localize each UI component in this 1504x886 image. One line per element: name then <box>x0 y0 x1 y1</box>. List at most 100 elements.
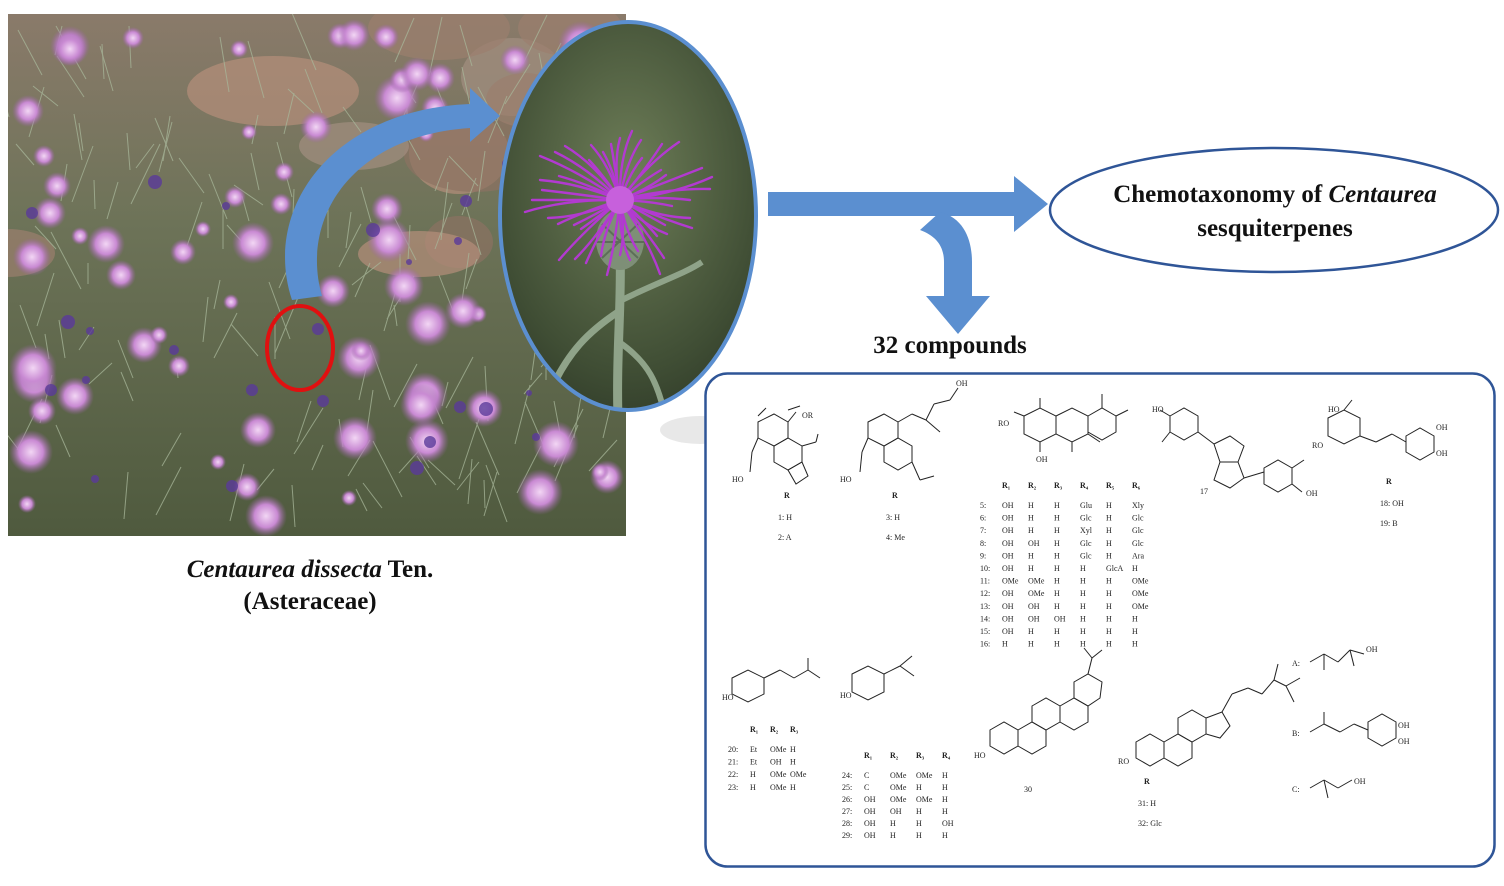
table-cell: OH <box>942 819 954 828</box>
violet-bud <box>246 384 258 396</box>
flower-head <box>333 416 377 460</box>
chemotaxonomy-genus: Centaurea <box>1328 181 1437 208</box>
table-cell: H <box>942 783 948 792</box>
table-header: R₃ <box>790 725 799 734</box>
table-cell: Glc <box>1132 526 1144 535</box>
stem <box>523 372 543 395</box>
svg-text:OH: OH <box>1398 737 1410 746</box>
table-cell: H <box>1106 514 1112 523</box>
table-cell: H <box>1106 526 1112 535</box>
stem <box>467 458 473 505</box>
flower-head <box>28 397 56 425</box>
table-cell: H <box>1054 501 1060 510</box>
stem <box>120 371 134 402</box>
table-cell: OMe <box>916 771 933 780</box>
table-cell: 24: <box>842 771 852 780</box>
substituent-label: C: <box>1292 785 1300 794</box>
table-cell: OH <box>1002 589 1014 598</box>
stem <box>465 258 478 290</box>
table-cell: OMe <box>1028 589 1045 598</box>
stem <box>208 173 228 220</box>
table-cell: H <box>942 831 948 840</box>
stem <box>304 68 323 114</box>
violet-bud <box>424 436 436 448</box>
table-cell: OMe <box>890 795 907 804</box>
stem <box>483 471 498 517</box>
flower-head <box>405 301 451 347</box>
flower-head <box>34 197 66 229</box>
flower-head <box>233 473 261 501</box>
table-cell: 14: <box>980 614 990 623</box>
svg-text:OH: OH <box>1036 455 1048 464</box>
table-cell: H <box>790 783 796 792</box>
table-cell: H <box>1080 589 1086 598</box>
svg-text:HO: HO <box>840 475 852 484</box>
stem <box>250 152 260 191</box>
stem <box>458 418 480 480</box>
stem <box>283 92 295 135</box>
flower-head <box>316 274 350 308</box>
violet-bud <box>406 259 412 265</box>
stem <box>178 157 205 194</box>
table-cell: 21: <box>728 758 738 767</box>
stem <box>93 179 96 210</box>
table-cell: H <box>1106 539 1112 548</box>
table-cell: H <box>1028 551 1034 560</box>
stem <box>456 461 480 491</box>
stem <box>293 407 324 455</box>
stem <box>213 279 221 310</box>
stem <box>126 132 131 171</box>
table-cell: H <box>916 831 922 840</box>
table-cell: OH <box>1002 526 1014 535</box>
table-cell: OH <box>864 831 876 840</box>
table-cell: H <box>1028 627 1034 636</box>
substituent-label: B: <box>1292 729 1300 738</box>
violet-bud <box>45 384 57 396</box>
svg-text:HO: HO <box>974 751 986 760</box>
flower-head <box>71 227 89 245</box>
table-cell: OMe <box>770 783 787 792</box>
table-cell: H <box>942 807 948 816</box>
table-cell: H <box>1054 627 1060 636</box>
structure-3-4 <box>859 387 959 481</box>
svg-text:RO: RO <box>1118 757 1129 766</box>
table-cell: 9: <box>980 551 986 560</box>
svg-text:OH: OH <box>1398 721 1410 730</box>
stem <box>58 319 66 359</box>
arrow-to-compounds <box>920 212 990 334</box>
structure-17 <box>1159 407 1305 493</box>
table-cell: Glc <box>1080 551 1092 560</box>
table-cell: 29: <box>842 831 852 840</box>
flower-head <box>224 186 246 208</box>
violet-bud <box>410 461 424 475</box>
violet-bud <box>526 390 532 396</box>
table-cell: OH <box>864 807 876 816</box>
table-cell: 6: <box>980 514 986 523</box>
stem <box>360 186 372 223</box>
table-cell: 16: <box>980 640 990 649</box>
table-cell: H <box>1106 501 1112 510</box>
table-cell: 7: <box>980 526 986 535</box>
table-header: R₁ <box>864 751 873 760</box>
flower-head <box>12 95 44 127</box>
flower-head <box>300 111 332 143</box>
stem <box>247 40 265 99</box>
table-cell: OH <box>1002 539 1014 548</box>
stem <box>219 36 230 93</box>
svg-text:RO: RO <box>1312 441 1323 450</box>
stem <box>434 202 453 250</box>
table-cell: OMe <box>890 783 907 792</box>
violet-bud <box>26 207 38 219</box>
table-cell: 26: <box>842 795 852 804</box>
flower-head <box>240 412 276 448</box>
table-cell: H <box>1106 577 1112 586</box>
violet-bud <box>148 175 162 189</box>
stem <box>19 304 37 349</box>
table-cell: OH <box>1002 614 1014 623</box>
table-cell: H <box>1080 614 1086 623</box>
table-cell: OMe <box>1028 577 1045 586</box>
table-cell: H <box>1054 602 1060 611</box>
stem <box>440 181 449 241</box>
